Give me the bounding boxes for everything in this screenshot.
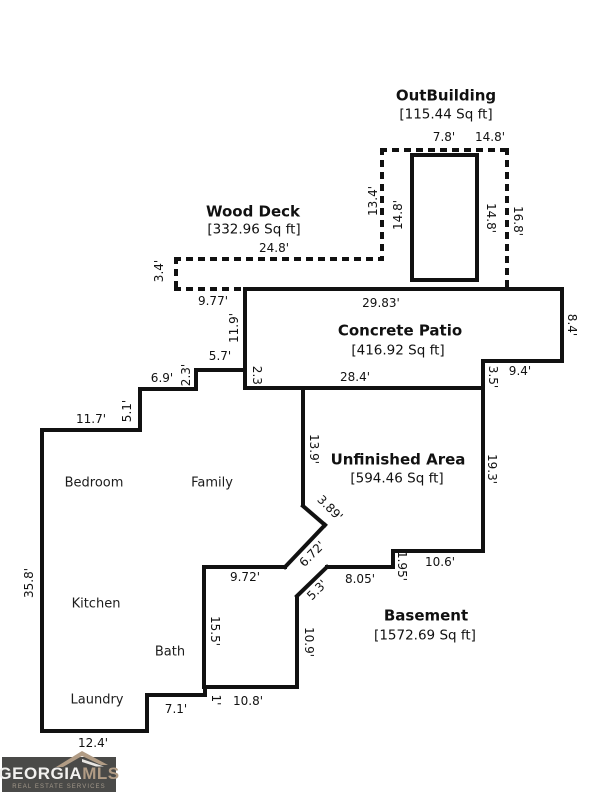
wall-patio-step-h	[481, 359, 564, 363]
wall-top-step2-v	[138, 387, 142, 432]
room-label-bath: Bath	[154, 644, 186, 660]
wall-basement-room-top	[202, 565, 287, 569]
wall-basement-room-right	[295, 595, 299, 689]
roof-icon	[56, 751, 108, 767]
wall-patio-right	[560, 287, 564, 363]
dimension-label: 19.3'	[485, 453, 499, 485]
dimension-label: 10.8'	[232, 694, 264, 708]
wall-basement-room-bottom	[203, 685, 299, 689]
dimension-label: 35.8'	[22, 567, 36, 599]
dimension-label: 8.05'	[344, 572, 376, 586]
dimension-label: 3.5'	[486, 365, 500, 389]
dimension-label: 7.1'	[164, 702, 188, 716]
dimension-label: 24.8'	[258, 241, 290, 255]
dashed-wall-deck-bottom	[174, 287, 247, 291]
dimension-label: 14.8'	[474, 130, 506, 144]
logo-brand-georgia: GEORGIA	[0, 764, 83, 783]
dashed-wall-deck-top	[174, 257, 384, 261]
room-label-laundry: Laundry	[70, 692, 124, 708]
wall-unfinished-left	[301, 388, 305, 507]
dimension-label: 29.83'	[362, 296, 400, 310]
area-title-basement: Basement	[383, 606, 469, 625]
dashed-wall-outbuilding-left	[380, 148, 384, 261]
dimension-label: 5.1'	[120, 399, 134, 423]
dimension-label: 9.77'	[197, 294, 229, 308]
dimension-label: 10.9'	[302, 626, 316, 658]
dimension-label: 16.8'	[511, 205, 525, 237]
roof-shape-white	[82, 759, 104, 767]
dashed-wall-deck-left	[174, 257, 178, 291]
dashed-wall-outbuilding-right	[505, 148, 509, 288]
wall-bedroom-top	[40, 428, 142, 432]
area-sqft-concrete-patio: [416.92 Sq ft]	[351, 342, 445, 359]
dimension-label: 5.7'	[208, 349, 232, 363]
dimension-label: 1.95'	[395, 550, 409, 582]
dimension-label: 6.72'	[296, 538, 328, 570]
dimension-label: 13.4'	[366, 185, 380, 217]
wall-left-exterior	[40, 428, 44, 733]
logo-tagline: REAL ESTATE SERVICES	[12, 784, 106, 790]
wall-basement-mid-h	[325, 565, 395, 569]
room-label-family: Family	[191, 475, 233, 491]
area-title-unfinished: Unfinished Area	[330, 450, 466, 469]
dimension-label: 15.5'	[208, 615, 222, 647]
logo-brand: GEORGIAMLS	[0, 765, 120, 782]
georgia-mls-logo: GEORGIAMLS REAL ESTATE SERVICES	[0, 751, 119, 792]
wall-basement-room-left	[202, 565, 206, 689]
dimension-label: 3.89'	[314, 492, 346, 524]
wall-patio-top	[243, 287, 564, 291]
wall-laundry-top	[145, 693, 207, 697]
dimension-label: 13.9'	[307, 433, 321, 465]
dimension-label: 1'	[209, 694, 223, 706]
wall-right-side	[481, 359, 485, 553]
dimension-label: 6.9'	[150, 371, 174, 385]
dimension-label: 11.9'	[227, 312, 241, 344]
area-sqft-basement: [1572.69 Sq ft]	[374, 627, 476, 644]
dashed-wall-outbuilding-top	[380, 148, 509, 152]
area-sqft-wood-deck: [332.96 Sq ft]	[207, 221, 301, 238]
wall-top-step2-h	[138, 387, 198, 391]
room-label-bedroom: Bedroom	[64, 475, 124, 491]
wall-laundry-right	[145, 693, 149, 733]
dimension-label: 10.6'	[424, 555, 456, 569]
dimension-label: 28.4'	[339, 370, 371, 384]
area-title-outbuilding: OutBuilding	[395, 86, 497, 105]
wall-basement-step-h	[391, 549, 485, 553]
roof-shape-gold	[56, 751, 108, 767]
area-sqft-unfinished: [594.46 Sq ft]	[350, 470, 444, 487]
wall-basement-step-v	[391, 549, 395, 569]
logo-brand-mls: MLS	[82, 764, 120, 783]
dimension-label: 5.3'	[304, 577, 330, 603]
dimension-label: 14.8'	[391, 199, 405, 231]
dimension-label: 14.8'	[484, 202, 498, 234]
dimension-label: 11.7'	[75, 412, 107, 426]
area-title-concrete-patio: Concrete Patio	[337, 321, 463, 340]
dimension-label: 2.3'	[179, 363, 193, 387]
dimension-label: 3.4'	[152, 259, 166, 283]
area-sqft-outbuilding: [115.44 Sq ft]	[399, 106, 493, 123]
wall-top-step1-h	[194, 368, 247, 372]
wall-bottom-exterior	[40, 729, 149, 733]
dimension-label: 12.4'	[77, 736, 109, 750]
outbuilding-structure	[410, 153, 479, 282]
wall-one-foot-step	[203, 685, 207, 697]
wall-patio-left	[243, 287, 247, 390]
room-label-kitchen: Kitchen	[71, 596, 121, 612]
dimension-label: 7.8'	[432, 130, 456, 144]
wall-patio-bottom	[243, 386, 485, 390]
dimension-label: 2.3'	[250, 365, 264, 389]
area-title-wood-deck: Wood Deck	[205, 202, 301, 221]
dimension-label: 9.72'	[229, 570, 261, 584]
dimension-label: 8.4'	[565, 313, 579, 337]
wall-top-step1-v	[194, 368, 198, 391]
dimension-label: 9.4'	[508, 364, 532, 378]
